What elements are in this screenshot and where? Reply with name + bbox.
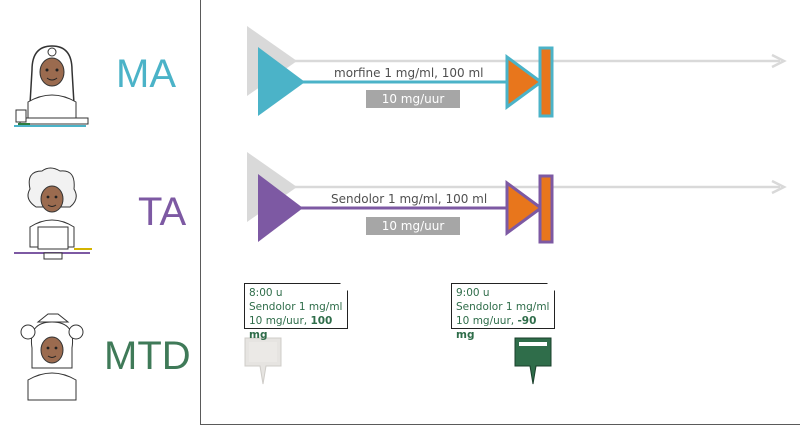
role-label-ta: TA	[138, 190, 187, 234]
doctor-avatar-icon	[14, 45, 89, 127]
location-marker-icon	[514, 337, 552, 385]
axis-arrowhead	[771, 53, 787, 69]
card-fold	[547, 283, 555, 291]
drug-label-ma: morfine 1 mg/ml, 100 ml	[334, 66, 484, 80]
rate-badge-ta: 10 mg/uur	[366, 217, 460, 235]
event-rate-line: 10 mg/uur, -90 mg	[456, 315, 537, 341]
event-card-start[interactable]: 8:00 u Sendolor 1 mg/ml 10 mg/uur, 100 m…	[244, 283, 348, 341]
event-time: 9:00 u	[456, 287, 490, 299]
axis-arrowhead	[771, 179, 787, 195]
role-label-ma: MA	[116, 52, 176, 96]
stop-marker-icon	[505, 46, 554, 118]
stop-marker-icon	[505, 174, 554, 244]
start-triangle-icon	[258, 47, 305, 116]
event-time: 8:00 u	[249, 287, 283, 299]
rate-badge-ma: 10 mg/uur	[366, 90, 460, 108]
drug-label-ta: Sendolor 1 mg/ml, 100 ml	[331, 192, 488, 206]
pharmacist-avatar-icon	[20, 313, 84, 401]
section-divider	[200, 0, 201, 425]
event-rate-line: 10 mg/uur, 100 mg	[249, 315, 333, 341]
role-label-mtd: MTD	[104, 334, 191, 378]
start-triangle-icon	[258, 174, 303, 242]
ma-infusion-line	[247, 26, 787, 118]
event-drug: Sendolor 1 mg/ml	[249, 301, 343, 313]
ta-infusion-line	[247, 152, 787, 244]
event-drug: Sendolor 1 mg/ml	[456, 301, 550, 313]
event-card-stop[interactable]: 9:00 u Sendolor 1 mg/ml 10 mg/uur, -90 m…	[451, 283, 555, 341]
card-fold	[340, 283, 348, 291]
nurse-avatar-icon	[14, 167, 92, 260]
location-marker-icon	[244, 337, 282, 385]
